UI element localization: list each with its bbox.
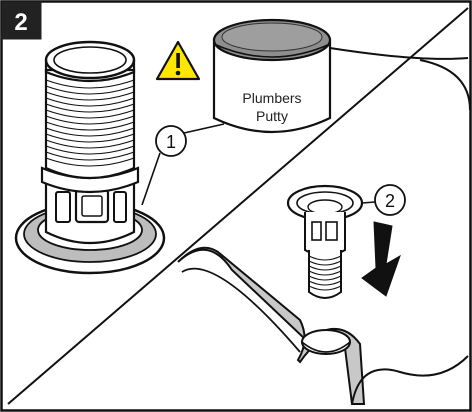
callout-2-label: 2 [385,191,395,211]
down-arrow-icon [361,221,401,297]
callout-2-circle [374,184,406,216]
callout-1-leader-2 [183,123,225,134]
putty-container: Plumbers Putty [212,18,332,134]
basin-top-edge [329,47,469,60]
sink-basin [177,47,471,405]
drain-insert-threads [308,250,342,299]
drain-threads [45,79,135,167]
putty-label-line2: Putty [256,108,288,124]
warning-triangle-icon [155,40,201,81]
drain-slot [55,191,71,223]
drain-top-opening [53,46,127,74]
step-badge: 2 [1,1,42,40]
putty-tub-body [212,38,332,134]
putty-label-line1: Plumbers [242,90,301,106]
step-number: 2 [14,9,27,36]
basin-lower-panel [351,355,469,405]
step-badge-bg [1,1,42,40]
callout-1-circle [155,125,187,157]
drain-slot-inner [81,195,103,217]
drain-insert [286,184,364,299]
callout-2-leader [361,201,376,204]
callout-1: 1 [141,123,225,206]
divider-line [7,7,469,405]
putty-tub-lid-inner [221,22,323,52]
basin-drain-hole [301,329,351,355]
callout-2: 2 [361,184,406,216]
drain-with-putty [14,40,166,275]
drain-slot [113,191,127,223]
callout-1-leader [141,152,161,206]
callout-1-label: 1 [166,132,176,152]
